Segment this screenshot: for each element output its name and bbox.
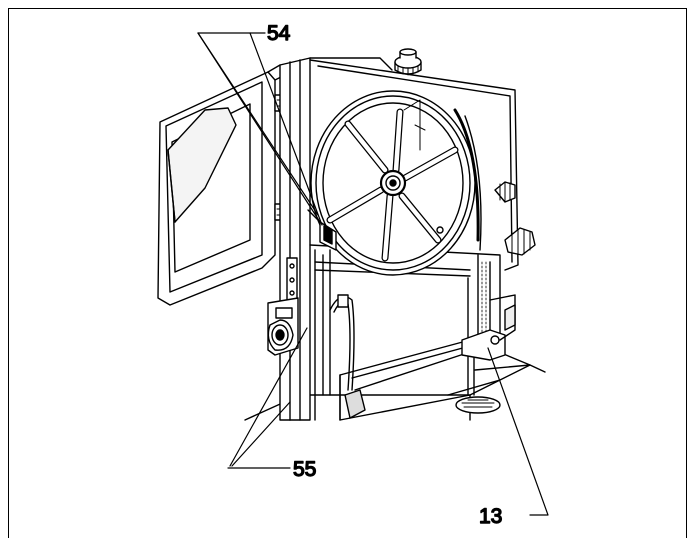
- cable-hose: [329, 294, 355, 391]
- leader-lines: [197, 32, 549, 516]
- callout-54: 54: [267, 22, 291, 45]
- leader-13: [487, 347, 549, 516]
- callout-55: 55: [293, 458, 316, 481]
- blade-guide-assembly: [461, 181, 536, 396]
- saw-table: [244, 339, 546, 421]
- open-door: [157, 64, 288, 306]
- figure-frame: [8, 8, 687, 538]
- power-switch: [267, 297, 299, 356]
- callout-13: 13: [479, 505, 502, 528]
- upper-wheel: [310, 90, 482, 276]
- tension-knob: [394, 48, 422, 76]
- upper-blade-guide: [307, 209, 337, 251]
